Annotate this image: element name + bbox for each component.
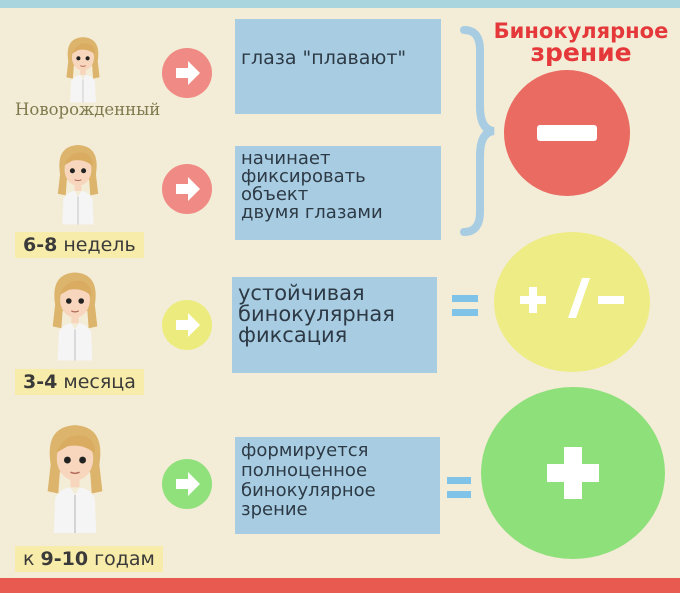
age-unit: годам bbox=[88, 548, 155, 570]
title-binocular-vision: Бинокулярное зрение bbox=[484, 19, 678, 67]
woman-avatar-icon bbox=[47, 425, 103, 533]
stage-text-line: фиксация bbox=[238, 323, 348, 347]
stage-text-line: глаза "плавают" bbox=[241, 47, 407, 69]
stage-text-line: бинокулярная bbox=[238, 302, 395, 326]
age-prefix: к bbox=[23, 548, 41, 570]
right-arrow-icon bbox=[176, 313, 200, 337]
age-unit: недель bbox=[57, 234, 136, 256]
age-number: 3-4 bbox=[23, 371, 58, 393]
woman-avatar-icon bbox=[52, 272, 98, 361]
stage-text-line: зрение bbox=[241, 499, 308, 521]
equals-icon bbox=[447, 477, 471, 498]
arrow-circle-3 bbox=[162, 300, 212, 350]
stage-text-line: формируется bbox=[241, 440, 369, 461]
plus-slash-minus-icon bbox=[520, 278, 624, 318]
age-number: 6-8 bbox=[23, 234, 58, 256]
stage-text-line: бинокулярное bbox=[241, 479, 376, 501]
result-circle-plus-minus bbox=[494, 232, 650, 372]
equals-icon bbox=[452, 295, 478, 316]
age-label-3-4-months: 3-4 месяца bbox=[15, 369, 144, 395]
stage-text-box-2: начинает фиксировать объект двумя глазам… bbox=[235, 146, 441, 240]
stage-text-line: двумя глазами bbox=[241, 202, 383, 223]
age-unit: месяца bbox=[57, 371, 136, 393]
right-arrow-icon bbox=[176, 61, 200, 85]
plus-icon bbox=[547, 447, 599, 499]
age-label-6-8-weeks: 6-8 недель bbox=[15, 232, 144, 258]
stage-text-line: начинает bbox=[241, 148, 331, 169]
woman-avatar-icon bbox=[57, 144, 99, 225]
stage-text-box-1: глаза "плавают" bbox=[235, 19, 441, 114]
arrow-circle-4 bbox=[162, 459, 212, 509]
right-arrow-icon bbox=[176, 177, 200, 201]
stage-text-line: фиксировать bbox=[241, 166, 366, 187]
title-line-1: Бинокулярное bbox=[493, 19, 669, 43]
age-label-9-10-years: к 9-10 годам bbox=[15, 546, 163, 572]
arrow-circle-1 bbox=[162, 48, 212, 98]
stage-text-line: полноценное bbox=[241, 459, 368, 481]
result-circle-minus bbox=[504, 70, 630, 196]
right-brace-icon bbox=[460, 26, 495, 236]
arrow-circle-2 bbox=[162, 164, 212, 214]
stage-text-box-3: устойчивая бинокулярная фиксация bbox=[232, 277, 437, 373]
age-label-newborn: Новорожденный bbox=[15, 100, 161, 119]
stage-text-line: устойчивая bbox=[238, 281, 365, 305]
stage-text-box-4: формируется полноценное бинокулярное зре… bbox=[235, 437, 440, 534]
title-line-2: зрение bbox=[530, 38, 632, 67]
stage-text-line: объект bbox=[241, 184, 309, 205]
top-bar bbox=[0, 0, 680, 8]
minus-icon bbox=[537, 125, 597, 141]
woman-avatar-icon bbox=[66, 37, 100, 103]
result-circle-plus bbox=[481, 387, 665, 559]
bottom-bar bbox=[0, 578, 680, 593]
right-arrow-icon bbox=[176, 472, 200, 496]
age-number: 9-10 bbox=[40, 548, 89, 570]
